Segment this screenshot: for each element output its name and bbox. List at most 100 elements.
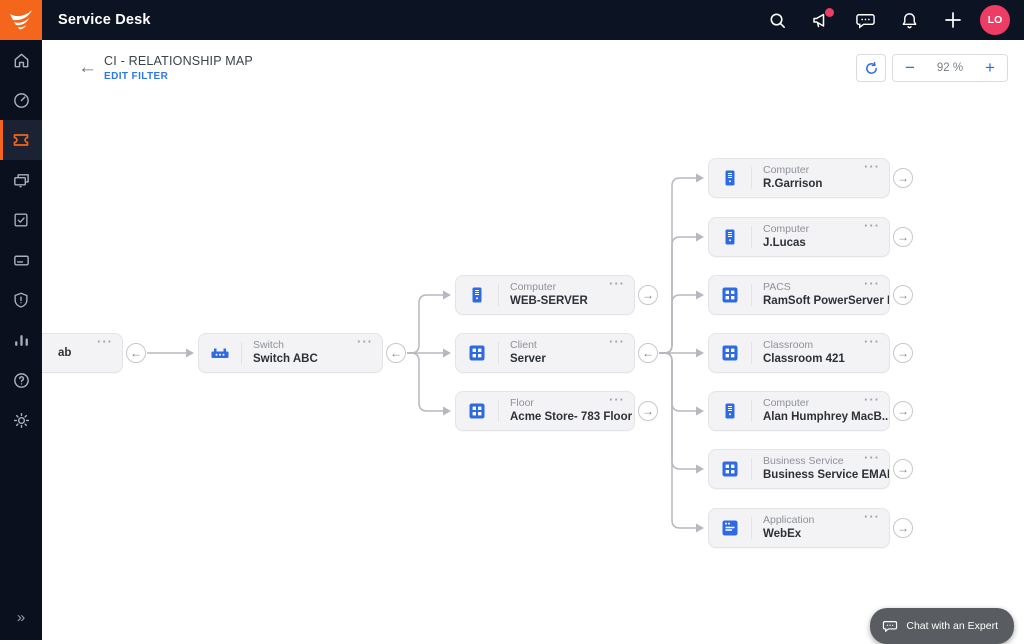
refresh-icon xyxy=(864,61,879,76)
edit-filter-link[interactable]: EDIT FILTER xyxy=(104,71,168,82)
node-name: ab xyxy=(58,346,71,360)
relation-expand-button[interactable]: → xyxy=(893,168,913,188)
gauge-icon xyxy=(12,91,31,110)
sidebar: » xyxy=(0,40,42,640)
node-type: Client xyxy=(510,339,546,352)
sidebar-item-settings[interactable] xyxy=(0,400,42,440)
avatar[interactable]: LO xyxy=(980,5,1010,35)
relation-expand-button[interactable]: → xyxy=(893,285,913,305)
node-type: Switch xyxy=(253,339,318,352)
node-menu-button[interactable]: ··· xyxy=(97,335,113,349)
relation-expand-button[interactable]: → xyxy=(893,343,913,363)
bar-chart-icon xyxy=(12,331,31,350)
grid-icon xyxy=(456,401,498,421)
node-name: Acme Store- 783 Floor 2 xyxy=(510,410,634,424)
node-name: RamSoft PowerServer L... xyxy=(763,294,889,308)
card-icon xyxy=(12,251,31,270)
node-menu-button[interactable]: ··· xyxy=(864,510,880,524)
node-name: R.Garrison xyxy=(763,177,822,191)
node-type: Computer xyxy=(763,164,822,177)
zoom-level-group: − 92 % + xyxy=(892,54,1008,82)
computer-icon xyxy=(709,227,751,247)
megaphone-icon[interactable] xyxy=(804,3,838,37)
screens-icon xyxy=(12,171,31,190)
relation-expand-button[interactable]: → xyxy=(893,459,913,479)
node-name: Server xyxy=(510,352,546,366)
sidebar-item-assets[interactable] xyxy=(0,160,42,200)
relation-expand-button[interactable]: → xyxy=(893,518,913,538)
computer-icon xyxy=(709,168,751,188)
node-menu-button[interactable]: ··· xyxy=(609,335,625,349)
app-title: Service Desk xyxy=(58,12,151,28)
node-menu-button[interactable]: ··· xyxy=(864,451,880,465)
node-menu-button[interactable]: ··· xyxy=(864,219,880,233)
relation-collapse-button[interactable]: ← xyxy=(638,343,658,363)
help-icon xyxy=(12,371,31,390)
page-header: ← CI - RELATIONSHIP MAP EDIT FILTER − 92… xyxy=(42,40,1024,96)
plus-icon[interactable] xyxy=(936,3,970,37)
relation-expand-button[interactable]: → xyxy=(638,401,658,421)
app-icon xyxy=(709,518,751,538)
node-type: Computer xyxy=(510,281,588,294)
node-name: Business Service EMAIL xyxy=(763,468,889,482)
sidebar-item-card[interactable] xyxy=(0,240,42,280)
node-menu-button[interactable]: ··· xyxy=(864,160,880,174)
shield-icon xyxy=(12,291,30,309)
node-name: Switch ABC xyxy=(253,352,318,366)
node-type: Application xyxy=(763,514,814,527)
node-menu-button[interactable]: ··· xyxy=(864,335,880,349)
relation-expand-button[interactable]: → xyxy=(893,227,913,247)
node-name: Classroom 421 xyxy=(763,352,845,366)
zoom-controls: − 92 % + xyxy=(856,54,1008,82)
bell-icon[interactable] xyxy=(892,3,926,37)
search-icon[interactable] xyxy=(760,3,794,37)
home-icon xyxy=(12,51,31,70)
node-menu-button[interactable]: ··· xyxy=(864,277,880,291)
grid-icon xyxy=(456,343,498,363)
chat-with-expert-button[interactable]: Chat with an Expert xyxy=(870,608,1014,644)
node-type: Classroom xyxy=(763,339,845,352)
refresh-button[interactable] xyxy=(856,54,886,82)
chat-with-expert-label: Chat with an Expert xyxy=(906,620,998,632)
node-name: J.Lucas xyxy=(763,236,809,250)
sidebar-item-reports[interactable] xyxy=(0,320,42,360)
zoom-level: 92 % xyxy=(927,55,973,81)
back-button[interactable]: ← xyxy=(78,58,97,77)
sidebar-item-tasks[interactable] xyxy=(0,200,42,240)
node-menu-button[interactable]: ··· xyxy=(357,335,373,349)
page-title: CI - RELATIONSHIP MAP xyxy=(104,54,253,68)
solarwinds-logo[interactable] xyxy=(0,0,42,40)
sidebar-item-dashboard[interactable] xyxy=(0,80,42,120)
sidebar-item-tickets[interactable] xyxy=(0,120,42,160)
relation-expand-button[interactable]: → xyxy=(893,401,913,421)
sidebar-item-security[interactable] xyxy=(0,280,42,320)
relation-expand-button[interactable]: → xyxy=(638,285,658,305)
ci-node-ab[interactable]: ab ··· xyxy=(42,333,123,373)
node-menu-button[interactable]: ··· xyxy=(609,277,625,291)
relation-collapse-button[interactable]: ← xyxy=(126,343,146,363)
zoom-in-button[interactable]: + xyxy=(973,55,1007,81)
zoom-out-button[interactable]: − xyxy=(893,55,927,81)
node-menu-button[interactable]: ··· xyxy=(609,393,625,407)
sidebar-expand-button[interactable]: » xyxy=(0,594,42,640)
chat-bubble-icon xyxy=(882,618,898,634)
sidebar-item-help[interactable] xyxy=(0,360,42,400)
node-menu-button[interactable]: ··· xyxy=(864,393,880,407)
relation-collapse-button[interactable]: ← xyxy=(386,343,406,363)
sidebar-item-home[interactable] xyxy=(0,40,42,80)
grid-icon xyxy=(709,343,751,363)
chat-icon[interactable] xyxy=(848,3,882,37)
